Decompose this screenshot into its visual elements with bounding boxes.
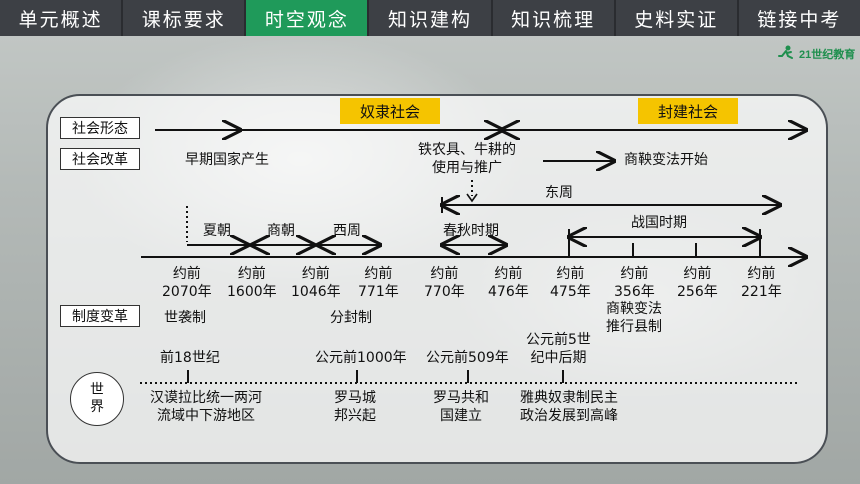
tab-knowledge-construction[interactable]: 知识建构	[369, 0, 493, 36]
date-year: 476年	[488, 284, 529, 300]
row-label-world: 世 界	[70, 372, 124, 426]
timeline-date-6: 约前 476年	[488, 265, 529, 301]
date-prefix: 约前	[301, 266, 330, 282]
world-date-4-line2: 纪中后期	[530, 350, 587, 366]
tab-unit-overview[interactable]: 单元概述	[0, 0, 124, 36]
date-prefix: 约前	[237, 266, 266, 282]
world-event-1-line1: 汉谟拉比统一两河	[150, 390, 262, 406]
text-hereditary-system: 世袭制	[164, 310, 206, 326]
text-iron-tools-line2: 使用与推广	[432, 160, 502, 176]
label-warring-states: 战国时期	[631, 215, 687, 231]
timeline-date-9: 约前 256年	[677, 265, 718, 301]
tab-knowledge-review[interactable]: 知识梳理	[493, 0, 616, 36]
date-prefix: 约前	[747, 266, 776, 282]
timeline-date-8: 约前 356年	[614, 265, 655, 301]
label-shang: 商朝	[267, 223, 295, 239]
date-year: 1600年	[227, 284, 277, 300]
timeline-date-1: 约前 2070年	[162, 265, 212, 301]
text-county-line2: 推行县制	[606, 319, 662, 335]
date-year: 475年	[550, 284, 591, 300]
text-enfeoffment-system: 分封制	[330, 310, 372, 326]
date-prefix: 约前	[620, 266, 649, 282]
label-eastern-zhou: 东周	[545, 185, 573, 201]
world-event-2: 罗马城 邦兴起	[334, 389, 376, 425]
date-prefix: 约前	[494, 266, 523, 282]
world-date-1: 前18世纪	[160, 350, 220, 366]
row-label-social-form: 社会形态	[60, 117, 140, 139]
date-year: 770年	[424, 284, 465, 300]
date-year: 221年	[741, 284, 782, 300]
world-event-1-line2: 流域中下游地区	[157, 408, 255, 424]
world-date-2: 公元前1000年	[315, 350, 407, 366]
logo-text: 21世纪教育	[799, 49, 856, 61]
text-county-system: 商鞅变法 推行县制	[606, 300, 662, 336]
world-date-4: 公元前5世 纪中后期	[526, 331, 591, 367]
badge-feudal-society: 封建社会	[638, 98, 738, 124]
date-prefix: 约前	[364, 266, 393, 282]
row-label-institution-change: 制度变革	[60, 305, 140, 327]
text-iron-tools: 铁农具、牛耕的 使用与推广	[418, 141, 516, 177]
date-prefix: 约前	[172, 266, 201, 282]
badge-slave-society: 奴隶社会	[340, 98, 440, 124]
row-label-social-reform: 社会改革	[60, 148, 140, 170]
world-event-3: 罗马共和 国建立	[433, 389, 489, 425]
label-xia: 夏朝	[203, 223, 231, 239]
world-event-4: 雅典奴隶制民主 政治发展到高峰	[520, 389, 618, 425]
text-early-state: 早期国家产生	[185, 152, 269, 168]
label-spring-autumn: 春秋时期	[443, 223, 499, 239]
world-event-2-line1: 罗马城	[334, 390, 376, 406]
date-year: 2070年	[162, 284, 212, 300]
world-char-1: 世	[90, 382, 104, 398]
world-event-4-line1: 雅典奴隶制民主	[520, 390, 618, 406]
timeline-date-7: 约前 475年	[550, 265, 591, 301]
world-date-4-line1: 公元前5世	[526, 332, 591, 348]
date-prefix: 约前	[683, 266, 712, 282]
top-nav: 单元概述 课标要求 时空观念 知识建构 知识梳理 史料实证 链接中考	[0, 0, 860, 36]
timeline-date-10: 约前 221年	[741, 265, 782, 301]
brand-logo: 21世纪教育	[776, 42, 856, 66]
text-county-line1: 商鞅变法	[606, 301, 662, 317]
date-prefix: 约前	[430, 266, 459, 282]
tab-curriculum-requirements[interactable]: 课标要求	[123, 0, 247, 36]
timeline-date-2: 约前 1600年	[227, 265, 277, 301]
label-western-zhou: 西周	[333, 223, 361, 239]
timeline-date-4: 约前 771年	[358, 265, 399, 301]
tab-exam-link[interactable]: 链接中考	[757, 8, 842, 31]
date-prefix: 约前	[556, 266, 585, 282]
date-year: 771年	[358, 284, 399, 300]
date-year: 356年	[614, 284, 655, 300]
text-iron-tools-line1: 铁农具、牛耕的	[418, 142, 516, 158]
world-event-4-line2: 政治发展到高峰	[520, 408, 618, 424]
world-event-1: 汉谟拉比统一两河 流域中下游地区	[150, 389, 262, 425]
world-char-2: 界	[90, 399, 104, 415]
date-year: 256年	[677, 284, 718, 300]
tab-spacetime-concept[interactable]: 时空观念	[246, 0, 370, 36]
text-shang-yang-reform: 商鞅变法开始	[624, 152, 708, 168]
timeline-panel	[46, 94, 828, 464]
world-event-2-line2: 邦兴起	[334, 408, 376, 424]
timeline-date-5: 约前 770年	[424, 265, 465, 301]
date-year: 1046年	[291, 284, 341, 300]
timeline-date-3: 约前 1046年	[291, 265, 341, 301]
world-event-3-line2: 国建立	[440, 408, 482, 424]
world-date-3: 公元前509年	[426, 350, 509, 366]
runner-icon	[778, 45, 793, 59]
tab-historical-evidence[interactable]: 史料实证	[616, 0, 739, 36]
world-event-3-line1: 罗马共和	[433, 390, 489, 406]
